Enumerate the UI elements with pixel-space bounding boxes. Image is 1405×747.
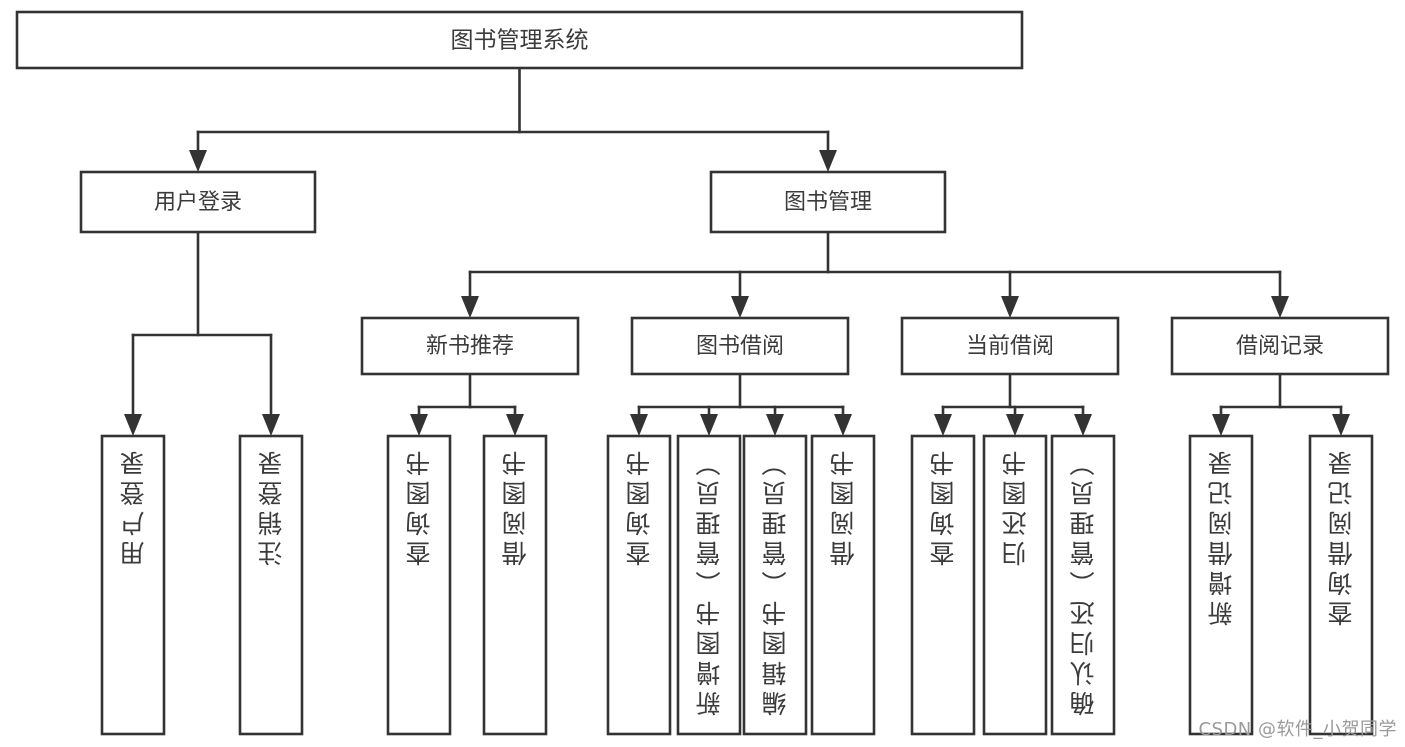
boxes-layer — [15, 10, 1390, 736]
arrow-head-icon-new-book-recommend — [461, 296, 479, 318]
arrow-head-icon-leaf-add-book-admin — [700, 414, 718, 436]
node-box-leaf-query-borrow-record[interactable] — [1308, 434, 1374, 736]
arrow-head-icon-leaf-query-book-recommend — [410, 414, 428, 436]
node-box-leaf-add-borrow-record[interactable] — [1188, 434, 1254, 736]
node-box-leaf-query-book-borrow[interactable] — [606, 434, 672, 736]
node-box-new-book-recommend[interactable] — [360, 316, 580, 376]
connectors-layer — [124, 66, 1350, 436]
arrow-head-icon-leaf-edit-book-admin — [766, 414, 784, 436]
arrow-head-icon-leaf-query-book-borrow — [630, 414, 648, 436]
arrow-head-icon-leaf-borrow-book-recommend — [506, 414, 524, 436]
node-label-new-book-recommend: 新书推荐 — [426, 334, 514, 359]
node-label-borrow-record: 借阅记录 — [1236, 334, 1324, 359]
node-box-root[interactable] — [15, 10, 1024, 70]
node-box-leaf-user-logout[interactable] — [238, 434, 304, 736]
arrow-head-icon-leaf-borrow-book — [834, 414, 852, 436]
node-box-leaf-add-book-admin[interactable] — [676, 434, 742, 736]
arrow-head-icon-leaf-query-book-current — [934, 414, 952, 436]
node-label-user-login: 用户登录 — [154, 190, 242, 215]
arrow-head-icon-current-borrow — [1001, 296, 1019, 318]
arrow-head-icon-leaf-return-book — [1006, 414, 1024, 436]
node-label-book-borrow: 图书借阅 — [696, 334, 784, 359]
node-box-leaf-edit-book-admin[interactable] — [742, 434, 808, 736]
node-box-leaf-query-book-recommend[interactable] — [386, 434, 452, 736]
node-label-current-borrow: 当前借阅 — [966, 334, 1054, 359]
node-box-leaf-user-login[interactable] — [100, 434, 166, 736]
node-box-leaf-query-book-current[interactable] — [910, 434, 976, 736]
node-box-leaf-borrow-book-recommend[interactable] — [482, 434, 548, 736]
arrow-head-icon-user-login — [189, 150, 207, 172]
arrow-head-icon-leaf-query-borrow-record — [1332, 414, 1350, 436]
node-label-book-management: 图书管理 — [784, 190, 872, 215]
node-box-borrow-record[interactable] — [1170, 316, 1390, 376]
node-box-current-borrow[interactable] — [900, 316, 1120, 376]
node-box-leaf-confirm-return-admin[interactable] — [1050, 434, 1116, 736]
node-label-root: 图书管理系统 — [451, 28, 589, 54]
node-box-book-borrow[interactable] — [630, 316, 850, 376]
arrow-head-icon-book-management — [819, 150, 837, 172]
node-box-book-management[interactable] — [709, 170, 947, 234]
watermark-text: CSDN @软件_小贺同学 — [1198, 719, 1397, 740]
node-box-leaf-return-book[interactable] — [982, 434, 1048, 736]
arrow-head-icon-leaf-confirm-return-admin — [1074, 414, 1092, 436]
arrow-head-icon-borrow-record — [1271, 296, 1289, 318]
arrow-head-icon-book-borrow — [731, 296, 749, 318]
arrow-head-icon-leaf-add-borrow-record — [1212, 414, 1230, 436]
node-box-leaf-borrow-book[interactable] — [810, 434, 876, 736]
arrow-head-icon-leaf-user-logout — [262, 414, 280, 436]
arrow-head-icon-leaf-user-login — [124, 414, 142, 436]
node-box-user-login[interactable] — [79, 170, 317, 234]
